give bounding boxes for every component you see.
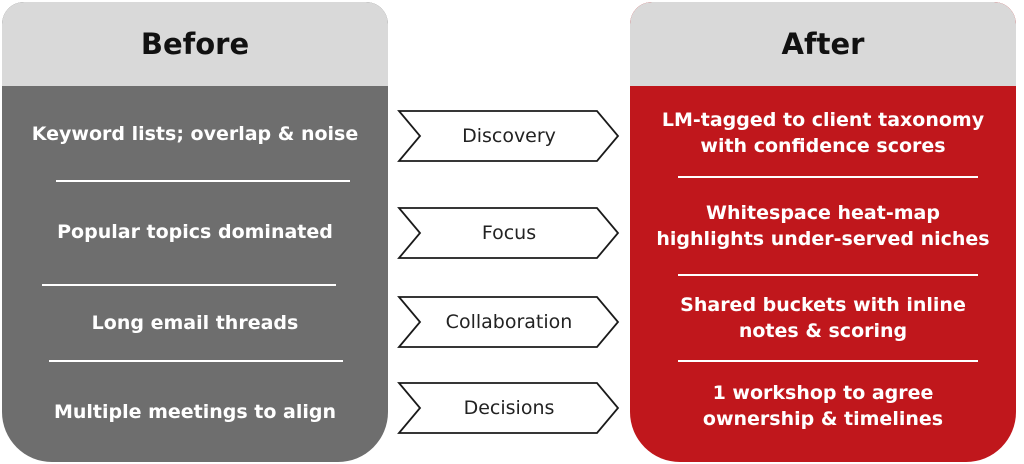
after-panel: After LM-tagged to client taxonomy with … [630,2,1016,462]
step-label: Decisions [463,397,555,419]
before-divider [42,284,336,286]
after-divider [678,274,978,276]
chevron-arrow-icon [397,110,620,162]
before-item-collaboration: Long email threads [91,312,299,334]
before-divider [49,360,343,362]
step-label: Focus [481,222,537,244]
after-item-focus: Whitespace heat-map highlights under-ser… [656,202,990,250]
before-panel: Before Keyword lists; overlap & noise Po… [2,2,388,462]
step-focus: Focus [397,206,621,260]
chevron-arrow-icon [397,296,620,348]
after-title: After [630,2,1016,86]
step-collaboration: Collaboration [397,295,621,349]
after-item-discovery: LM-tagged to client taxonomy with confid… [661,109,985,157]
before-item-decisions: Multiple meetings to align [53,401,337,423]
before-item-discovery: Keyword lists; overlap & noise [31,123,359,145]
after-item-decisions: 1 workshop to agree ownership & timeline… [702,382,944,430]
after-divider [678,176,978,178]
after-item-collaboration: Shared buckets with inline notes & scori… [680,294,966,342]
after-divider [678,360,978,362]
chevron-arrow-icon [397,207,620,259]
before-divider [56,180,350,182]
chevron-arrow-icon [397,382,620,434]
step-label: Collaboration [445,311,573,333]
before-title: Before [2,2,388,86]
before-item-focus: Popular topics dominated [57,221,333,243]
step-decisions: Decisions [397,381,621,435]
step-label: Discovery [462,125,556,147]
step-discovery: Discovery [397,109,621,163]
